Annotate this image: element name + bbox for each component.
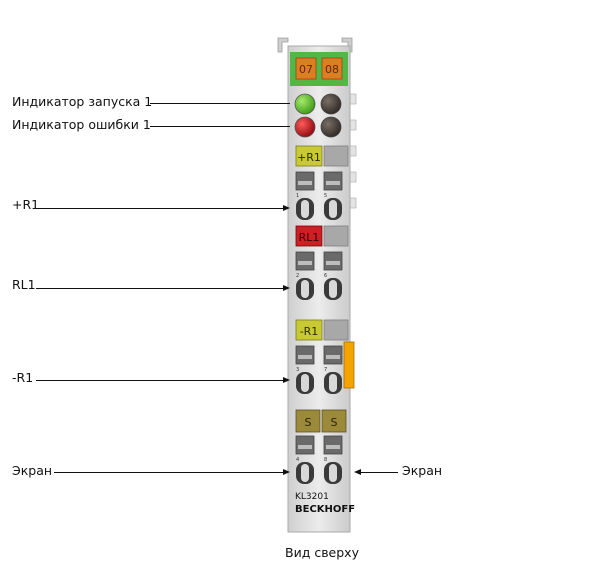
side-tab bbox=[343, 341, 355, 389]
module-model: KL3201 bbox=[295, 492, 329, 502]
leader-error-led bbox=[150, 126, 290, 127]
header-code-left: 07 bbox=[299, 63, 313, 76]
error-led bbox=[294, 116, 316, 138]
terminal-module: 07 08 +R1 1 5 RL1 2 6 -R1 bbox=[277, 37, 357, 533]
terminal-number-6: 6 bbox=[324, 273, 327, 279]
plate-plus-r1: +R1 bbox=[297, 151, 321, 164]
terminal-number-2: 2 bbox=[296, 273, 299, 279]
label-shield-left: Экран bbox=[12, 463, 53, 478]
spare-led-bottom bbox=[320, 116, 342, 138]
terminal-number-7: 7 bbox=[324, 367, 327, 373]
terminal-number-1: 1 bbox=[296, 193, 299, 199]
plate-shield-right: S bbox=[331, 416, 338, 429]
leader-plus-r1 bbox=[36, 208, 283, 209]
arrow-shield-right bbox=[354, 469, 361, 475]
leader-shield-right bbox=[361, 472, 398, 473]
plate-shield-left: S bbox=[305, 416, 312, 429]
label-run-led: Индикатор запуска 1 bbox=[12, 94, 153, 109]
arrow-minus-r1 bbox=[283, 377, 290, 383]
label-rl1: RL1 bbox=[12, 277, 36, 292]
terminal-number-3: 3 bbox=[296, 367, 299, 373]
terminal-number-5: 5 bbox=[324, 193, 327, 199]
run-led bbox=[294, 93, 316, 115]
terminal-number-8: 8 bbox=[324, 457, 327, 463]
header-code-right: 08 bbox=[325, 63, 339, 76]
arrow-plus-r1 bbox=[283, 205, 290, 211]
arrow-shield-left bbox=[283, 469, 290, 475]
label-plus-r1: +R1 bbox=[12, 197, 40, 212]
leader-run-led bbox=[150, 103, 290, 104]
label-minus-r1: -R1 bbox=[12, 370, 34, 385]
leader-shield-left bbox=[54, 472, 283, 473]
label-shield-right: Экран bbox=[402, 463, 443, 478]
module-brand: BECKHOFF bbox=[295, 504, 355, 515]
caption-top-view: Вид сверху bbox=[285, 545, 359, 560]
leader-rl1 bbox=[36, 288, 283, 289]
plate-rl1: RL1 bbox=[299, 231, 320, 244]
label-error-led: Индикатор ошибки 1 bbox=[12, 117, 151, 132]
terminal-number-4: 4 bbox=[296, 457, 299, 463]
spare-led-top bbox=[320, 93, 342, 115]
leader-minus-r1 bbox=[36, 380, 283, 381]
arrow-rl1 bbox=[283, 285, 290, 291]
plate-minus-r1: -R1 bbox=[300, 325, 319, 338]
